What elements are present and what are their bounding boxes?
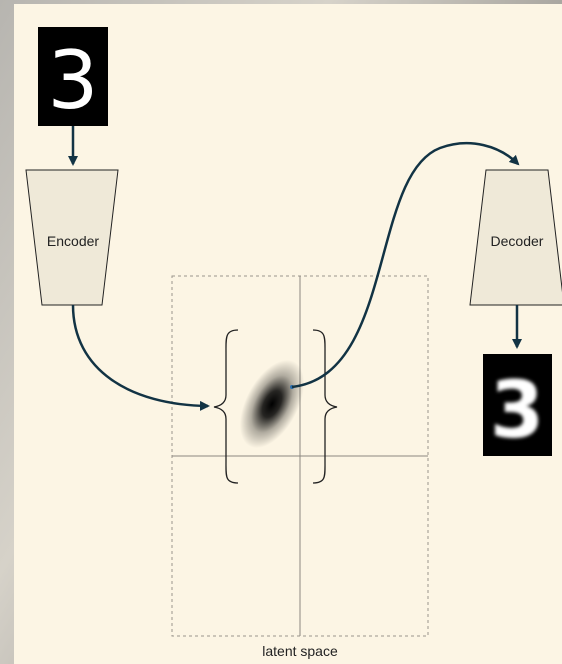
latent-to-decoder-arrow <box>291 141 520 389</box>
left-brace <box>213 329 239 484</box>
decoder-label: Decoder <box>491 233 544 249</box>
latent-distribution <box>239 359 305 449</box>
encoder-to-latent-arrow <box>71 304 210 411</box>
output-digit-image: 3 <box>483 354 552 456</box>
encoder-label: Encoder <box>47 233 99 249</box>
decoder-block: Decoder <box>469 169 562 306</box>
input-digit-glyph: 3 <box>48 34 99 127</box>
latent-space-label: latent space <box>262 643 338 659</box>
input-digit-image: 3 <box>38 27 108 127</box>
output-digit-glyph: 3 <box>490 366 544 456</box>
right-brace <box>312 329 338 484</box>
encoder-block: Encoder <box>25 169 119 306</box>
